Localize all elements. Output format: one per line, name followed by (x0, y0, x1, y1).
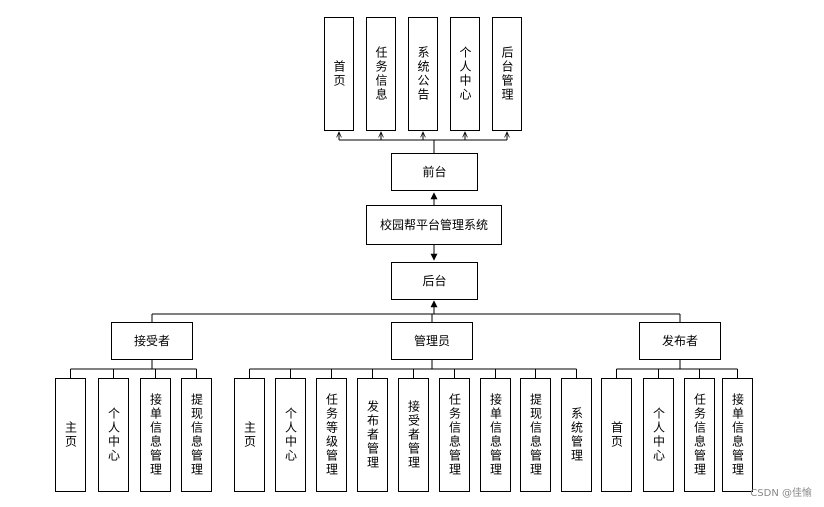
role-3-child-3-label: 任务信息管理 (692, 393, 707, 477)
role-2-child-3-label: 任务等级管理 (324, 393, 339, 477)
role-2-child-4-label: 发布者管理 (365, 400, 380, 470)
role-1-child-1: 主页 (55, 378, 86, 492)
role-2-child-7: 接单信息管理 (480, 378, 511, 492)
front-child-1: 首页 (324, 17, 354, 131)
role-2-child-8: 提现信息管理 (520, 378, 551, 492)
role-1-child-4: 提现信息管理 (181, 378, 212, 492)
role-node-3: 发布者 (639, 322, 721, 360)
front-child-5-label: 后台管理 (500, 46, 514, 102)
front-child-2-label: 任务信息 (374, 46, 388, 102)
role-label: 发布者 (661, 333, 698, 348)
role-3-child-4-label: 接单信息管理 (730, 393, 745, 477)
role-2-child-2-label: 个人中心 (283, 407, 298, 463)
watermark: CSDN @佳愉 (750, 488, 812, 499)
role-2-child-5: 接受者管理 (398, 378, 429, 492)
front-child-2: 任务信息 (366, 17, 396, 131)
front-child-4: 个人中心 (450, 17, 480, 131)
root-node: 校园帮平台管理系统 (366, 205, 502, 245)
front-child-4-label: 个人中心 (458, 46, 472, 102)
role-1-child-2-label: 个人中心 (106, 407, 121, 463)
role-1-child-3: 接单信息管理 (140, 378, 171, 492)
role-1-child-3-label: 接单信息管理 (148, 393, 163, 477)
role-label: 接受者 (133, 333, 170, 348)
role-node-2: 管理员 (391, 322, 473, 360)
role-3-child-4: 接单信息管理 (722, 378, 753, 492)
role-2-child-5-label: 接受者管理 (406, 400, 421, 470)
front-node: 前台 (391, 153, 478, 191)
role-3-child-3: 任务信息管理 (684, 378, 715, 492)
role-3-child-2: 个人中心 (643, 378, 674, 492)
front-label: 前台 (422, 164, 447, 179)
role-3-child-1-label: 首页 (609, 421, 624, 449)
role-node-1: 接受者 (111, 322, 193, 360)
front-child-3: 系统公告 (408, 17, 438, 131)
role-2-child-8-label: 提现信息管理 (528, 393, 543, 477)
role-1-child-1-label: 主页 (63, 421, 78, 449)
role-1-child-4-label: 提现信息管理 (189, 393, 204, 477)
root-label: 校园帮平台管理系统 (379, 217, 488, 232)
role-2-child-6: 任务信息管理 (439, 378, 470, 492)
role-2-child-1: 主页 (234, 378, 265, 492)
role-3-child-1: 首页 (601, 378, 632, 492)
role-2-child-6-label: 任务信息管理 (447, 393, 462, 477)
role-2-child-3: 任务等级管理 (316, 378, 347, 492)
role-3-child-2-label: 个人中心 (651, 407, 666, 463)
role-2-child-4: 发布者管理 (357, 378, 388, 492)
role-2-child-9: 系统管理 (561, 378, 592, 492)
role-2-child-9-label: 系统管理 (569, 407, 584, 463)
front-child-3-label: 系统公告 (416, 46, 430, 102)
role-label: 管理员 (413, 333, 450, 348)
front-child-5: 后台管理 (492, 17, 522, 131)
role-1-child-2: 个人中心 (98, 378, 129, 492)
back-label: 后台 (422, 273, 447, 288)
back-node: 后台 (391, 262, 478, 300)
role-2-child-2: 个人中心 (275, 378, 306, 492)
role-2-child-1-label: 主页 (242, 421, 257, 449)
front-child-1-label: 首页 (332, 60, 346, 88)
role-2-child-7-label: 接单信息管理 (488, 393, 503, 477)
